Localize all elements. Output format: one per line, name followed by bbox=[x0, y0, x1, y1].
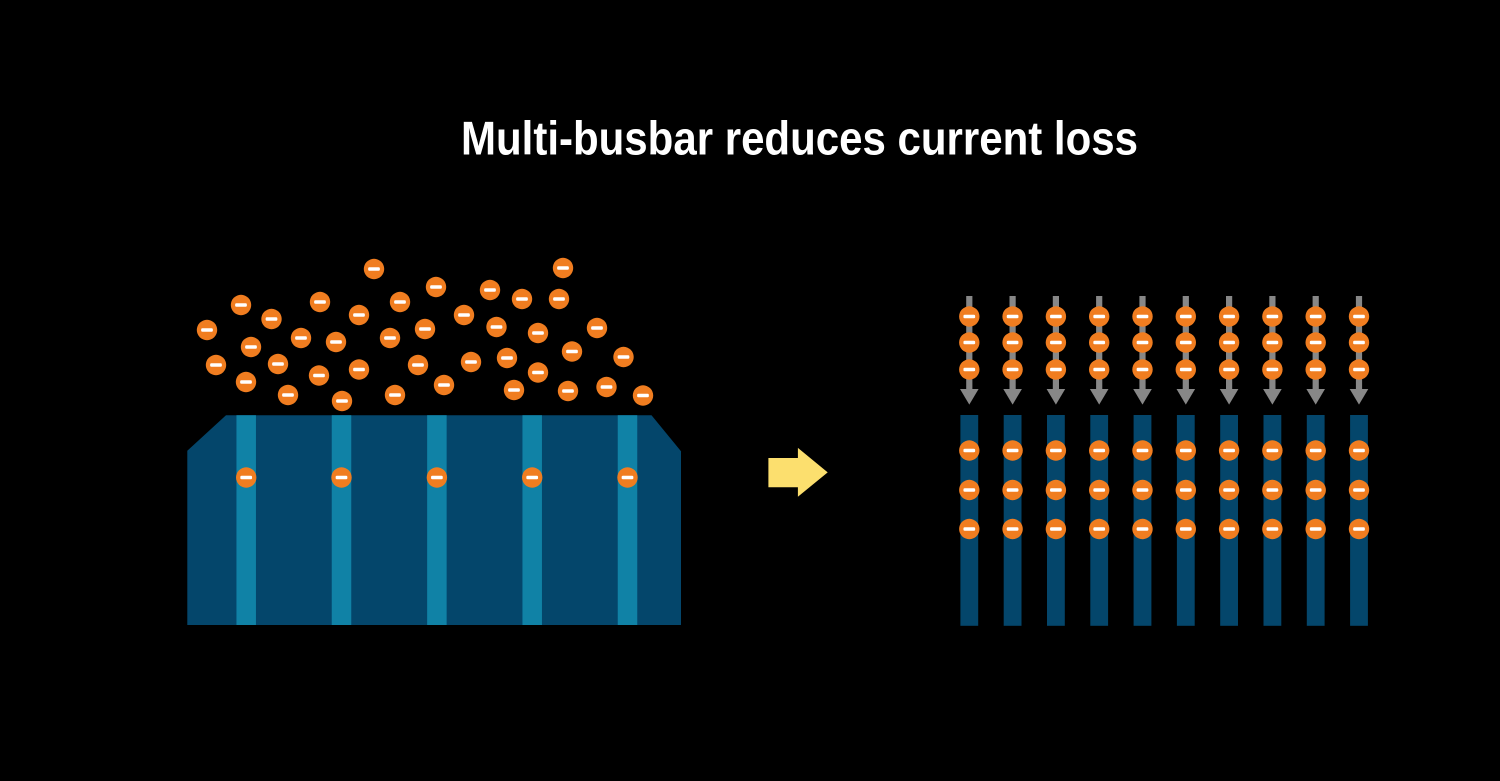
svg-text:Multi-busbar reduces current l: Multi-busbar reduces current loss bbox=[461, 111, 1138, 164]
